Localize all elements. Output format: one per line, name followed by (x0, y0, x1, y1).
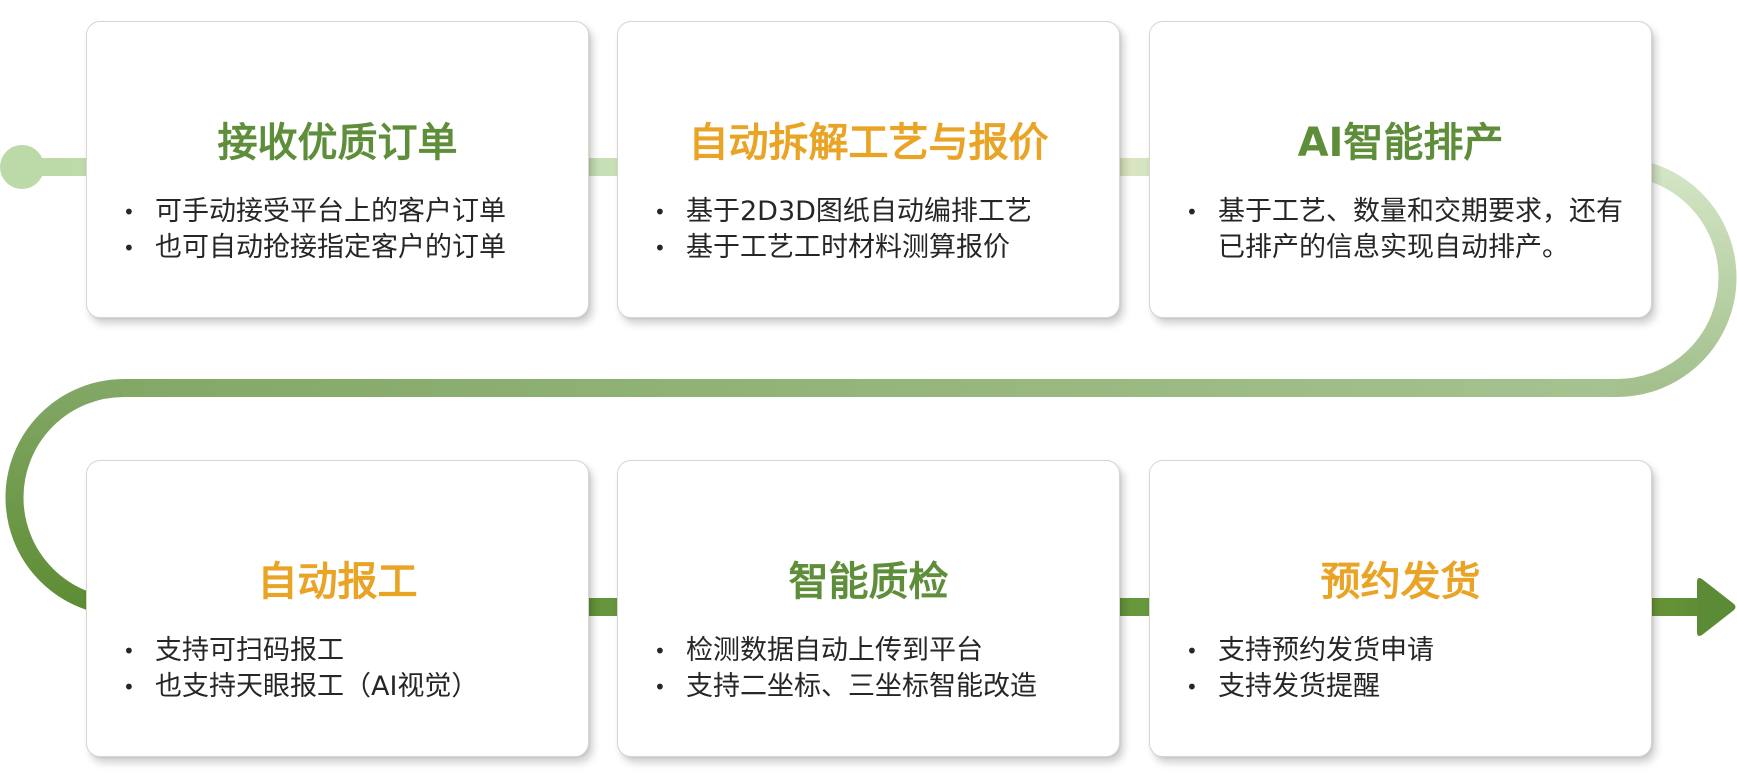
bullet-icon: • (654, 236, 666, 260)
list-item-text: 基于工艺工时材料测算报价 (686, 232, 1010, 263)
step-title: AI智能排产 (1297, 120, 1504, 166)
list-item-text: 也支持天眼报工（AI视觉） (155, 671, 479, 702)
list-item: • 检测数据自动上传到平台 (644, 633, 1099, 669)
step-bullet-list: • 基于2D3D图纸自动编排工艺 • 基于工艺工时材料测算报价 (644, 194, 1099, 266)
list-item-text: 也可自动抢接指定客户的订单 (155, 232, 506, 263)
step-card-quality-check: 智能质检 • 检测数据自动上传到平台 • 支持二坐标、三坐标智能改造 (617, 460, 1120, 757)
list-item: • 也支持天眼报工（AI视觉） (113, 669, 568, 705)
list-item-text: 基于2D3D图纸自动编排工艺 (686, 196, 1032, 227)
step-bullet-list: • 可手动接受平台上的客户订单 • 也可自动抢接指定客户的订单 (113, 194, 568, 266)
bullet-icon: • (654, 675, 666, 699)
list-item-text: 检测数据自动上传到平台 (686, 635, 983, 666)
bullet-icon: • (1186, 675, 1198, 699)
step-title: 智能质检 (788, 559, 949, 605)
bullet-icon: • (123, 200, 135, 224)
list-item-text: 可手动接受平台上的客户订单 (155, 196, 506, 227)
step-title: 自动拆解工艺与报价 (688, 120, 1049, 166)
step-card-ai-scheduling: AI智能排产 • 基于工艺、数量和交期要求，还有已排产的信息实现自动排产。 (1149, 21, 1652, 318)
list-item: • 支持预约发货申请 (1176, 633, 1631, 669)
step-title: 自动报工 (257, 559, 418, 605)
middle-connector (124, 379, 1617, 397)
list-item-text: 支持二坐标、三坐标智能改造 (686, 671, 1037, 702)
bullet-icon: • (123, 639, 135, 663)
list-item: • 基于工艺工时材料测算报价 (644, 230, 1099, 266)
left-curve-connector (5, 379, 125, 616)
list-item: • 支持二坐标、三坐标智能改造 (644, 669, 1099, 705)
arrow-right-icon (1697, 578, 1736, 636)
list-item: • 支持可扫码报工 (113, 633, 568, 669)
step-bullet-list: • 基于工艺、数量和交期要求，还有已排产的信息实现自动排产。 (1176, 194, 1631, 266)
list-item-text: 支持预约发货申请 (1218, 635, 1434, 666)
list-item-text: 基于工艺、数量和交期要求，还有已排产的信息实现自动排产。 (1218, 196, 1623, 263)
bullet-icon: • (654, 200, 666, 224)
bullet-icon: • (654, 639, 666, 663)
list-item-text: 支持可扫码报工 (155, 635, 344, 666)
right-curve-connector (1616, 158, 1737, 397)
list-item: • 支持发货提醒 (1176, 669, 1631, 705)
step-card-auto-report: 自动报工 • 支持可扫码报工 • 也支持天眼报工（AI视觉） (86, 460, 589, 757)
step-title: 预约发货 (1320, 559, 1481, 605)
list-item-text: 支持发货提醒 (1218, 671, 1380, 702)
step-card-scheduled-shipping: 预约发货 • 支持预约发货申请 • 支持发货提醒 (1149, 460, 1652, 757)
step-bullet-list: • 检测数据自动上传到平台 • 支持二坐标、三坐标智能改造 (644, 633, 1099, 705)
list-item: • 也可自动抢接指定客户的订单 (113, 230, 568, 266)
step-bullet-list: • 支持可扫码报工 • 也支持天眼报工（AI视觉） (113, 633, 568, 705)
step-card-receive-orders: 接收优质订单 • 可手动接受平台上的客户订单 • 也可自动抢接指定客户的订单 (86, 21, 589, 318)
step-title: 接收优质订单 (217, 120, 458, 166)
step-bullet-list: • 支持预约发货申请 • 支持发货提醒 (1176, 633, 1631, 705)
bullet-icon: • (1186, 639, 1198, 663)
bullet-icon: • (123, 675, 135, 699)
step-card-process-quote: 自动拆解工艺与报价 • 基于2D3D图纸自动编排工艺 • 基于工艺工时材料测算报价 (617, 21, 1120, 318)
list-item: • 基于2D3D图纸自动编排工艺 (644, 194, 1099, 230)
bullet-icon: • (123, 236, 135, 260)
bullet-icon: • (1186, 200, 1198, 224)
list-item: • 基于工艺、数量和交期要求，还有已排产的信息实现自动排产。 (1176, 194, 1631, 266)
list-item: • 可手动接受平台上的客户订单 (113, 194, 568, 230)
